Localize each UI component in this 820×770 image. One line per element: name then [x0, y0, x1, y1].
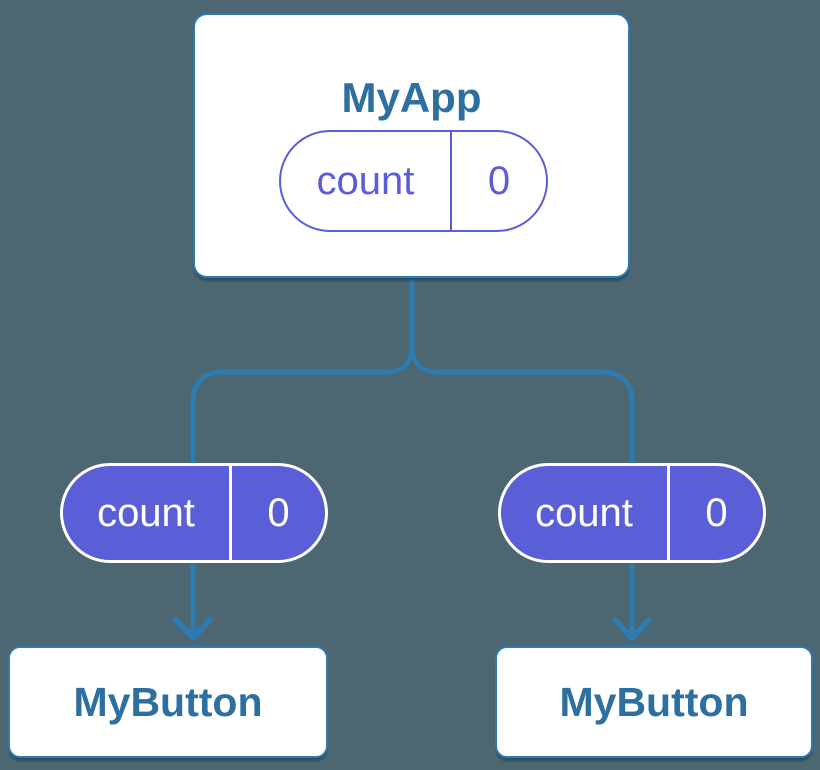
prop-pill-right: count 0 — [498, 463, 766, 563]
arrowhead-left-icon — [173, 617, 213, 641]
state-pill-label: count — [281, 132, 452, 230]
prop-pill-right-label: count — [501, 466, 670, 560]
myapp-title: MyApp — [341, 74, 482, 121]
myapp-card: MyApp count 0 — [193, 13, 630, 278]
state-pill: count 0 — [279, 130, 548, 232]
mybutton-card-left: MyButton — [8, 646, 328, 758]
prop-pill-left-value: 0 — [267, 491, 290, 535]
connector-left-branch — [190, 276, 415, 637]
prop-pill-left-label: count — [63, 466, 232, 560]
state-pill-value: 0 — [487, 159, 511, 203]
connector-right-branch — [409, 276, 635, 637]
arrowhead-right-icon — [612, 617, 652, 641]
prop-pill-left: count 0 — [60, 463, 328, 563]
mybutton-right-title: MyButton — [559, 678, 749, 725]
prop-pill-right-value: 0 — [705, 491, 728, 535]
mybutton-left-title: MyButton — [73, 678, 263, 725]
mybutton-card-right: MyButton — [495, 646, 813, 758]
